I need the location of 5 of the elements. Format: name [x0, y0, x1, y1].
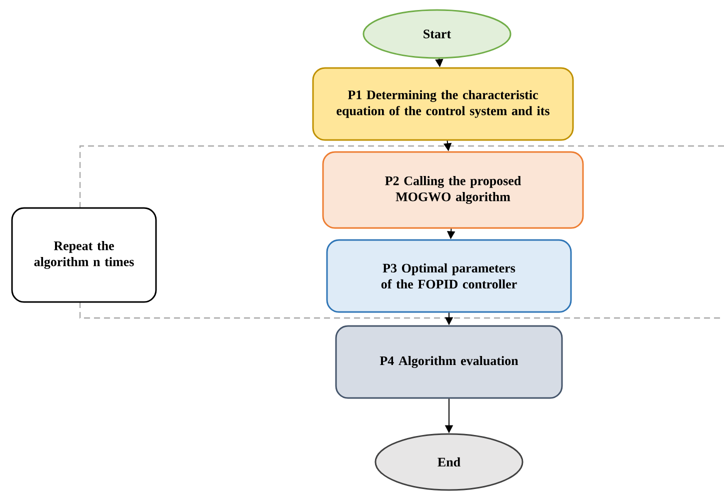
process-box: P3 Optimal parameters of the FOPID controller	[326, 239, 572, 313]
process-box: Repeat the algorithm n times	[11, 207, 157, 303]
process-box: P1 Determining the characteristic equation of the control system and its	[312, 67, 574, 141]
process-box: P2 Calling the proposed MOGWO algorithm	[322, 151, 584, 229]
process-box: P4 Algorithm evaluation	[335, 325, 563, 399]
